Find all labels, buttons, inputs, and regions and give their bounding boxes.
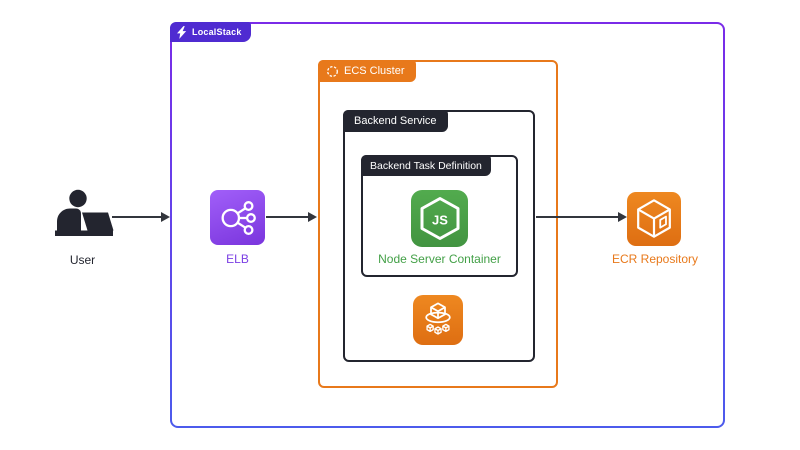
- ecs-service-icon: [413, 295, 463, 345]
- backend-service-label: Backend Service: [354, 115, 437, 127]
- ecs-cluster-label-tab: ECS Cluster: [318, 60, 416, 82]
- arrow-backend-service-to-ecr: [536, 212, 627, 222]
- localstack-label-tab: LocalStack: [170, 22, 251, 42]
- localstack-label: LocalStack: [192, 27, 242, 37]
- backend-task-definition-label-tab: Backend Task Definition: [361, 155, 491, 176]
- backend-task-definition-label: Backend Task Definition: [370, 159, 482, 172]
- nodejs-icon: JS: [411, 190, 468, 247]
- elb-label: ELB: [226, 252, 249, 266]
- user-label: User: [69, 253, 96, 267]
- ecs-cube-ring-glyph: [425, 302, 451, 335]
- arrow-elb-to-ecs-cluster: [266, 212, 317, 222]
- ecs-cluster-icon: [327, 65, 338, 77]
- ecs-cluster-label: ECS Cluster: [344, 65, 405, 77]
- localstack-logo-icon: [177, 25, 187, 39]
- load-balancer-glyph: [221, 200, 256, 235]
- nodejs-hexagon-glyph: JS: [420, 196, 459, 240]
- arrow-user-to-localstack: [112, 212, 170, 222]
- ecr-repository-label: ECR Repository: [611, 252, 699, 266]
- backend-service-label-tab: Backend Service: [343, 110, 448, 132]
- elb-icon: [210, 190, 265, 245]
- node-server-container-label: Node Server Container: [378, 252, 501, 266]
- ecr-repository-icon: [627, 192, 681, 246]
- user-icon: [54, 188, 114, 245]
- person-at-laptop-icon: [55, 189, 114, 236]
- ecr-cube-glyph: [637, 199, 671, 238]
- ecs-cluster-group-box: [318, 60, 558, 388]
- svg-text:JS: JS: [432, 212, 448, 227]
